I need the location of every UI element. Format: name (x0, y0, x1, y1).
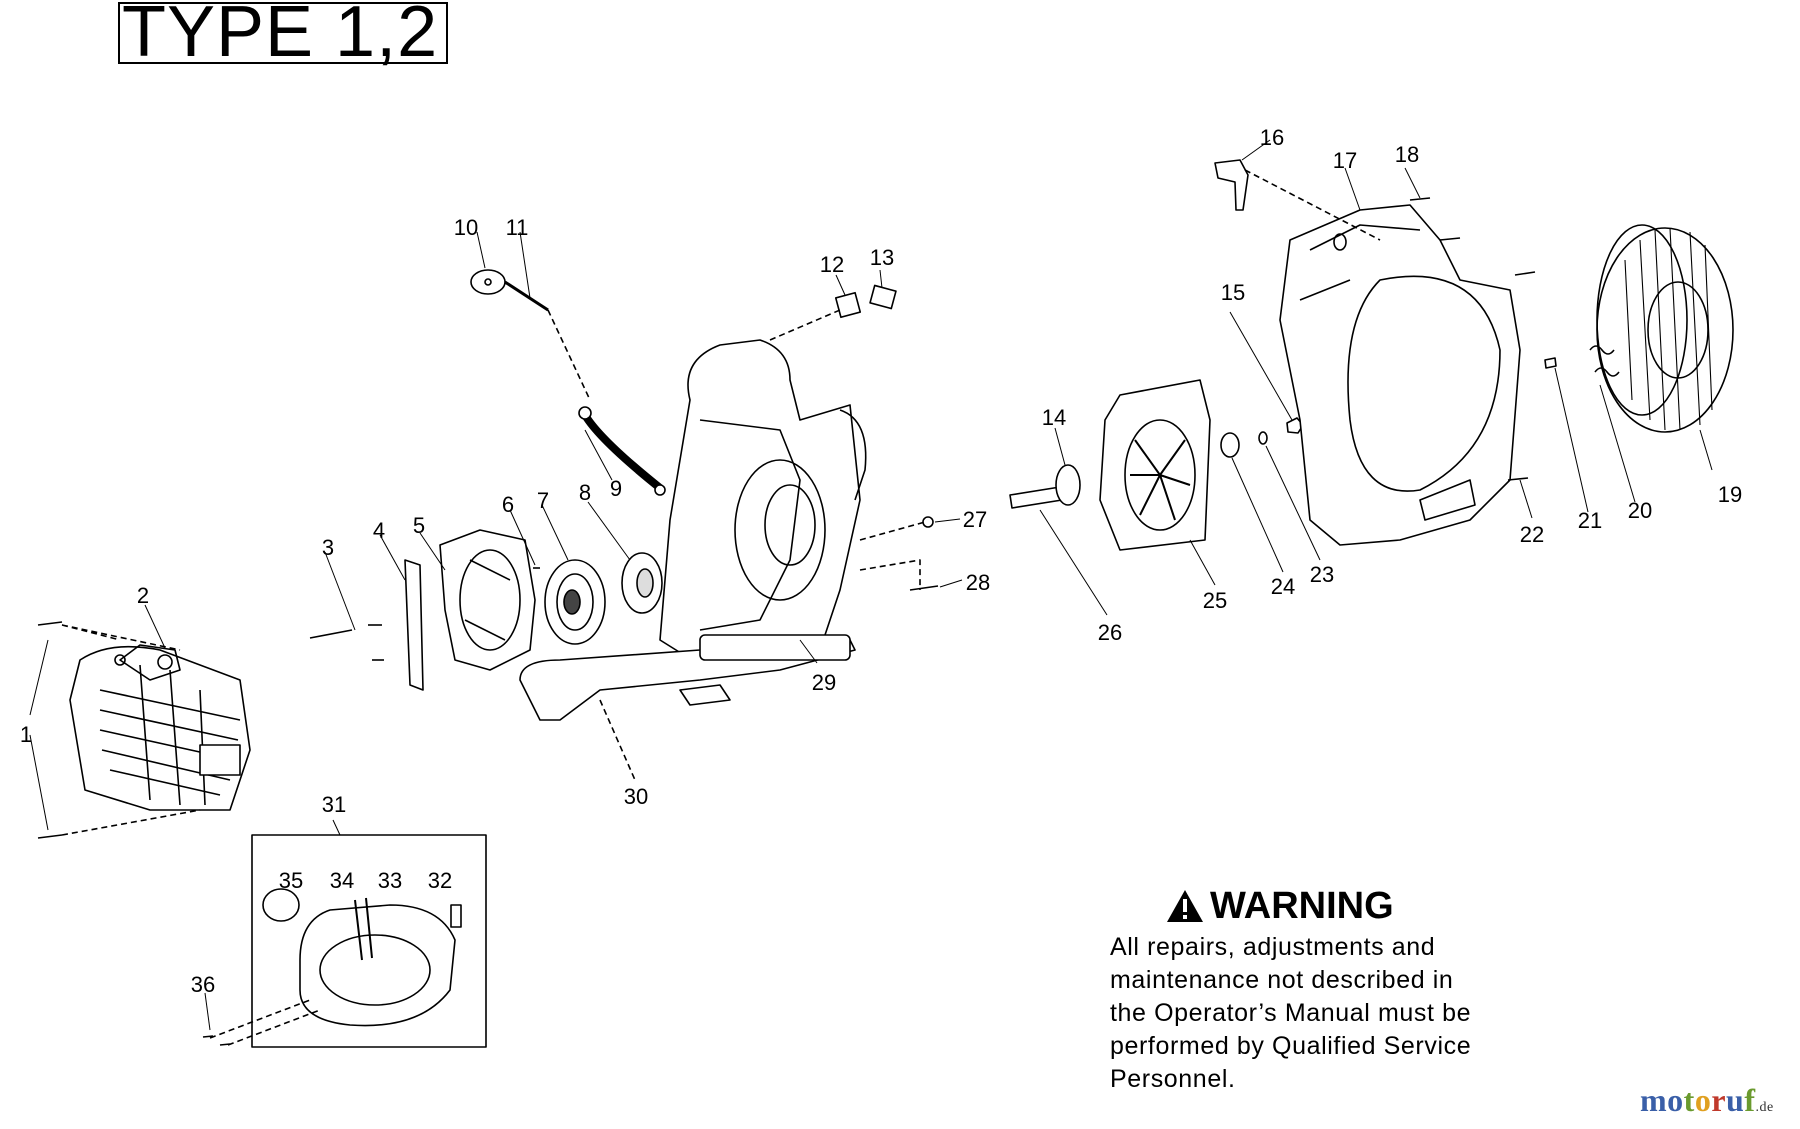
callout-number: 5 (413, 513, 425, 538)
blower-housing-part (1279, 204, 1521, 546)
callout-number: 24 (1271, 574, 1295, 599)
inner-cover-part (439, 529, 536, 671)
callout-number: 6 (502, 492, 514, 517)
callout-number: 31 (322, 792, 346, 817)
shaft-part (1009, 486, 1063, 509)
callout-number: 2 (137, 583, 149, 608)
callout-number: 28 (966, 570, 990, 595)
callout-number: 4 (373, 518, 385, 543)
callout-number: 17 (1333, 148, 1357, 173)
callout-number: 20 (1628, 498, 1652, 523)
callout-number: 11 (506, 215, 529, 240)
warning-heading-row: WARNING (1166, 885, 1540, 927)
callout-number: 34 (330, 868, 354, 893)
warning-line: Personnel. (1110, 1065, 1236, 1093)
warning-line: maintenance not described in (1110, 966, 1454, 994)
callout-number: 35 (279, 868, 303, 893)
callout-number: 15 (1221, 280, 1245, 305)
callout-number: 16 (1260, 125, 1284, 150)
warning-triangle-icon (1167, 890, 1203, 922)
screw-parts (37, 197, 1536, 1046)
spring-part (1589, 345, 1615, 355)
tube-part (581, 411, 664, 492)
callout-number: 13 (870, 245, 894, 270)
logo-letter: t (1683, 1082, 1695, 1118)
fuel-tank-inset-box (251, 834, 487, 1048)
callout-number: 12 (820, 252, 844, 277)
logo-letter: r (1711, 1082, 1727, 1118)
callout-number: 1 (20, 722, 32, 747)
callout-number: 14 (1042, 405, 1066, 430)
fuel-tank-part (262, 888, 462, 1027)
callout-number: 9 (610, 476, 622, 501)
callout-number: 7 (537, 488, 549, 513)
warning-line: the Operator’s Manual must be (1110, 999, 1472, 1027)
motoruf-logo: motoruf.de (1640, 1082, 1774, 1119)
warning-body: All repairs, adjustments and maintenance… (1110, 931, 1540, 1096)
type-label-box (118, 2, 448, 64)
pulley-part (544, 559, 606, 645)
type-label: TYPE 1,2 (122, 0, 439, 72)
leader-lines (61, 169, 1381, 1046)
callout-number: 27 (963, 507, 987, 532)
spacer-part (1055, 464, 1081, 506)
logo-letters: motoruf (1640, 1082, 1755, 1118)
callout-number: 29 (812, 670, 836, 695)
logo-letter: m (1640, 1082, 1668, 1118)
callout-number: 36 (191, 972, 215, 997)
callout-leaders (29, 139, 1713, 1031)
callout-number: 19 (1718, 482, 1742, 507)
callout-number: 10 (454, 215, 478, 240)
switch-parts (834, 284, 897, 319)
callout-number: 33 (378, 868, 402, 893)
washer-part (621, 552, 663, 614)
main-housing-part (519, 339, 867, 721)
callout-number: 26 (1098, 620, 1122, 645)
clip-part (1214, 159, 1249, 211)
logo-suffix: .de (1755, 1100, 1774, 1115)
engine-cover-part (69, 644, 251, 811)
warning-notice: WARNING All repairs, adjustments and mai… (1110, 885, 1540, 1096)
choke-knob-part (470, 269, 549, 312)
logo-letter: u (1726, 1082, 1745, 1118)
logo-letter: o (1694, 1082, 1712, 1118)
callout-number: 22 (1520, 522, 1544, 547)
callout-number: 25 (1203, 588, 1227, 613)
warning-heading: WARNING (1210, 885, 1394, 927)
callout-number: 32 (428, 868, 452, 893)
callout-number: 18 (1395, 142, 1419, 167)
callout-number: 21 (1578, 508, 1602, 533)
warning-line: All repairs, adjustments and (1110, 933, 1436, 961)
logo-letter: o (1667, 1082, 1684, 1118)
callout-number: 23 (1310, 562, 1334, 587)
warning-line: performed by Qualified Service (1110, 1032, 1472, 1060)
callout-number: 30 (624, 784, 648, 809)
callout-number: 3 (322, 535, 334, 560)
gasket-part (404, 559, 424, 691)
intake-screen-part (1596, 224, 1734, 433)
callout-number: 8 (579, 480, 591, 505)
logo-letter: f (1744, 1082, 1756, 1118)
impeller-part (1099, 379, 1211, 551)
